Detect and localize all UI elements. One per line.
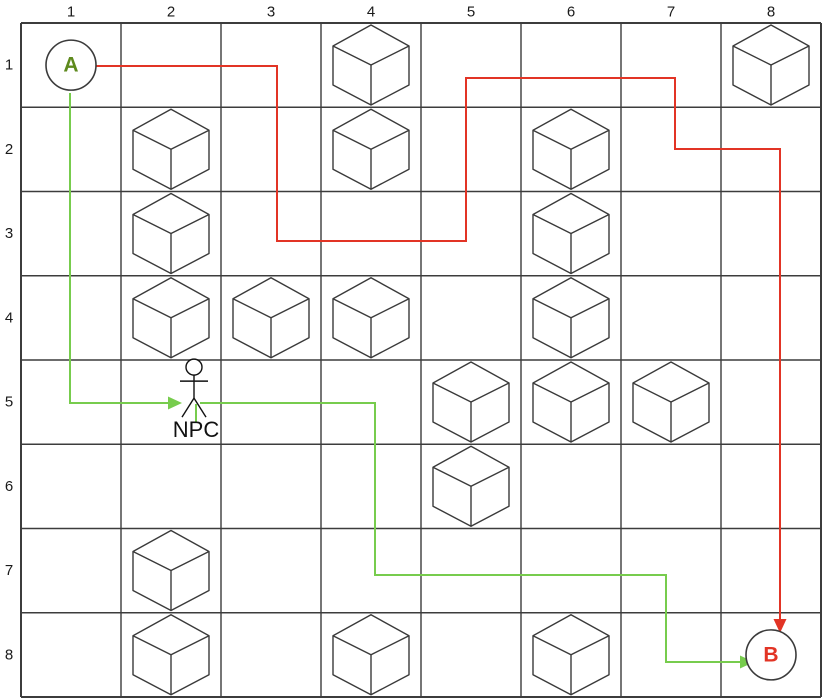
obstacle-cube-c4r1: [332, 24, 410, 106]
cube-edge: [532, 213, 572, 235]
cube-edge: [370, 129, 410, 150]
end-node-label: B: [763, 643, 778, 666]
cube-edge: [470, 382, 510, 403]
cube-edge: [370, 298, 410, 319]
cube-edge: [370, 635, 410, 656]
cube-edge: [332, 129, 372, 150]
row-label-4: 4: [5, 309, 13, 326]
cube-edge: [370, 45, 410, 66]
cube-edge: [332, 635, 372, 656]
cube-edge: [132, 550, 172, 572]
cube-edge: [570, 382, 610, 403]
obstacle-cube-c5r6: [432, 445, 510, 527]
start-node-label: A: [63, 54, 78, 77]
cube-edge: [132, 129, 172, 150]
end-node: [745, 629, 797, 681]
row-label-6: 6: [5, 478, 13, 495]
column-label-8: 8: [767, 4, 775, 21]
obstacle-cube-c5r5: [432, 361, 510, 443]
cube-edge: [532, 129, 572, 150]
obstacle-cube-c4r8: [332, 614, 410, 696]
cube-edge: [532, 382, 572, 403]
cube-edge: [532, 635, 572, 656]
cube-edge: [332, 298, 372, 319]
cube-edge: [170, 213, 210, 235]
cube-edge: [570, 635, 610, 656]
obstacle-cube-c6r3: [532, 192, 610, 275]
cube-edge: [270, 298, 310, 319]
red-path: [96, 65, 781, 633]
npc-head: [185, 358, 203, 376]
npc-label: NPC: [173, 417, 220, 442]
row-label-7: 7: [5, 562, 13, 579]
row-label-1: 1: [5, 57, 13, 74]
cube-edge: [432, 382, 472, 403]
cube-edge: [632, 382, 672, 403]
column-label-3: 3: [267, 4, 275, 21]
cube-edge: [570, 213, 610, 235]
obstacle-cube-c2r2: [132, 108, 210, 190]
column-label-6: 6: [567, 4, 575, 21]
row-label-2: 2: [5, 141, 13, 158]
obstacle-cube-c2r7: [132, 529, 210, 612]
cube-edge: [332, 45, 372, 66]
npc-leg-left: [181, 397, 195, 418]
cube-edge: [770, 45, 810, 66]
cube-edge: [170, 129, 210, 150]
obstacle-cube-c8r1: [732, 24, 810, 106]
start-node: [45, 39, 97, 91]
cube-edge: [170, 635, 210, 656]
column-label-1: 1: [67, 4, 75, 21]
npc-leg-right: [193, 397, 207, 418]
cube-edge: [232, 298, 272, 319]
obstacle-cube-c6r2: [532, 108, 610, 190]
row-label-8: 8: [5, 646, 13, 663]
cube-edge: [470, 466, 510, 487]
cube-edge: [170, 550, 210, 572]
obstacle-cube-c6r8: [532, 614, 610, 696]
red-path-arrowhead: [773, 619, 787, 633]
obstacle-cube-c7r5: [632, 361, 710, 443]
column-label-4: 4: [367, 4, 375, 21]
green-path: [69, 93, 176, 404]
cube-edge: [570, 129, 610, 150]
cube-edge: [170, 298, 210, 319]
row-label-5: 5: [5, 394, 13, 411]
cube-edge: [132, 213, 172, 235]
obstacle-cube-c2r8: [132, 614, 210, 696]
obstacle-cube-c2r3: [132, 192, 210, 275]
cube-edge: [732, 45, 772, 66]
column-label-5: 5: [467, 4, 475, 21]
obstacle-cube-c4r4: [332, 277, 410, 359]
row-label-3: 3: [5, 225, 13, 242]
obstacle-cube-c6r5: [532, 361, 610, 443]
cube-edge: [432, 466, 472, 487]
cube-edge: [670, 382, 710, 403]
obstacle-cube-c3r4: [232, 277, 310, 359]
column-label-2: 2: [167, 4, 175, 21]
green-path-arrowhead: [168, 396, 182, 410]
green-path: [200, 402, 748, 663]
obstacle-cube-c2r4: [132, 277, 210, 359]
column-label-7: 7: [667, 4, 675, 21]
obstacle-cube-c4r2: [332, 108, 410, 190]
cube-edge: [570, 298, 610, 319]
npc-figure: [180, 358, 208, 418]
cube-edge: [532, 298, 572, 319]
cube-edge: [132, 298, 172, 319]
obstacle-cube-c6r4: [532, 277, 610, 359]
cube-edge: [132, 635, 172, 656]
